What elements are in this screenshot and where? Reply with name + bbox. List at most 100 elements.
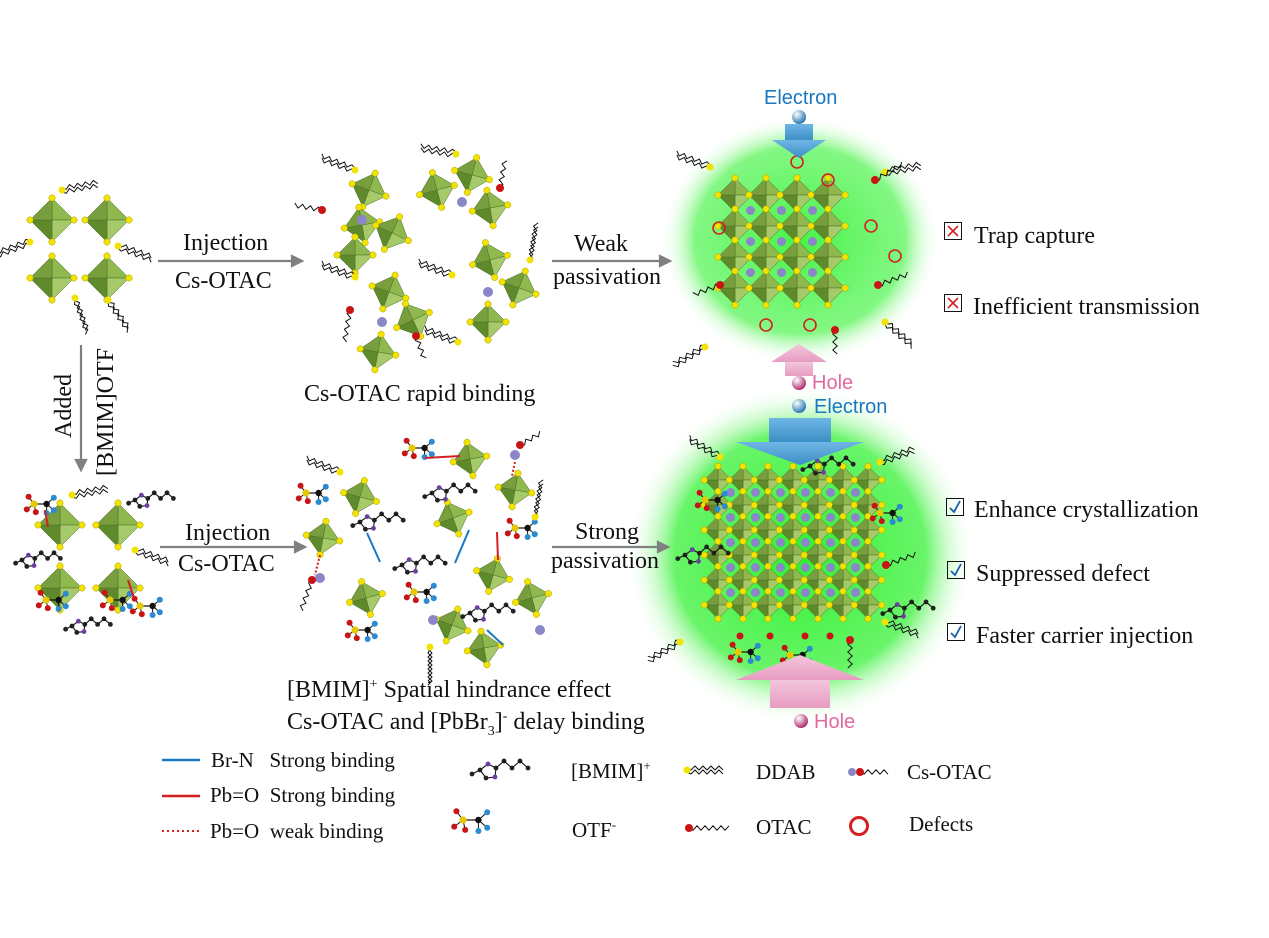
br-atom — [469, 261, 477, 269]
cross-box-icon — [944, 222, 962, 240]
ring-atom — [689, 547, 695, 552]
br-atom — [714, 562, 722, 570]
oxygen-atom — [766, 632, 774, 640]
oxygen-atom — [410, 453, 417, 460]
br-atom — [800, 576, 808, 584]
otac-head — [412, 332, 420, 340]
defect-site — [803, 318, 817, 332]
octahedron — [800, 462, 836, 498]
rapid-binding-cluster — [294, 143, 540, 374]
cs-atom — [746, 268, 755, 277]
br-atom — [776, 253, 784, 261]
cs-otac-label-bottom: Cs-OTAC — [178, 551, 275, 577]
br-atom — [401, 300, 409, 308]
octahedron — [473, 555, 513, 595]
br-atom — [775, 576, 783, 584]
ring-atom — [31, 563, 37, 568]
oxygen-atom — [304, 498, 311, 505]
otac-head — [874, 281, 882, 289]
alkyl-chain — [847, 639, 853, 669]
ring-atom — [413, 568, 418, 574]
br-atom — [814, 562, 822, 570]
br-atom — [371, 366, 379, 374]
carbon-atom — [315, 489, 322, 497]
br-atom — [509, 301, 517, 309]
ddab-head — [448, 271, 456, 279]
br-atom — [864, 615, 872, 623]
legend-bmim-label: [BMIM]+ — [571, 758, 651, 783]
ddab-head — [881, 618, 889, 626]
octahedron — [433, 498, 473, 538]
br-atom — [841, 191, 849, 199]
br-atom — [433, 520, 441, 528]
octahedron — [34, 562, 86, 614]
alkyl-chain — [424, 325, 459, 341]
br-atom — [351, 233, 359, 241]
ring-atom — [893, 614, 898, 620]
ddab-head — [131, 546, 139, 554]
br-atom — [92, 584, 100, 592]
br-atom — [103, 194, 111, 202]
alkyl-chain — [321, 260, 356, 276]
initial-nanocrystal-cluster — [0, 179, 152, 335]
br-atom — [714, 615, 722, 623]
alkyl-chain — [519, 430, 541, 446]
br-atom — [469, 472, 477, 480]
alkyl-chain — [342, 309, 352, 343]
br-atom — [750, 526, 758, 534]
br-atom — [92, 521, 100, 529]
br-atom — [762, 301, 770, 309]
octahedron — [850, 537, 886, 573]
legend-otac-molecule — [685, 824, 730, 832]
ring-atom — [363, 526, 368, 532]
br-atom — [864, 537, 872, 545]
alkyl-chain — [321, 264, 356, 280]
pb-o-bond — [44, 509, 49, 528]
carbon-atom — [725, 550, 731, 556]
carbon-atom — [13, 560, 18, 566]
br-atom — [340, 489, 348, 497]
br-atom — [372, 497, 380, 505]
delay-binding-caption: Cs-OTAC and [PbBr3]- delay binding — [287, 709, 645, 739]
ring-atom — [492, 774, 498, 780]
carbon-atom — [510, 608, 516, 614]
br-atom — [26, 216, 34, 224]
cs-atom — [428, 615, 438, 625]
carbon-atom — [850, 461, 856, 467]
br-atom — [775, 601, 783, 609]
br-atom — [764, 615, 772, 623]
ring-atom — [81, 629, 87, 634]
alkyl-chain — [61, 179, 99, 190]
strong-passivation-label: passivation — [551, 548, 659, 574]
sulfur-atom — [511, 524, 519, 532]
bmim-treated-cluster — [13, 484, 176, 635]
br-atom — [48, 296, 56, 304]
br-atom — [392, 351, 400, 359]
ddab-head — [71, 294, 79, 302]
fluorine-atom — [126, 603, 133, 610]
carbon-atom — [108, 622, 113, 627]
br-atom — [524, 578, 532, 586]
weak-bond — [314, 554, 321, 576]
br-atom — [404, 237, 412, 245]
injection-label-bottom: Injection — [185, 520, 271, 546]
br-atom — [739, 537, 747, 545]
cs-atom — [726, 588, 735, 597]
octahedron — [449, 438, 491, 480]
cs-atom — [777, 206, 786, 215]
octahedron — [725, 487, 761, 523]
br-atom — [56, 543, 64, 551]
alkyl-chain — [73, 295, 89, 331]
carbon-atom — [475, 816, 482, 824]
ring-atom — [688, 559, 693, 565]
br-atom — [514, 469, 522, 477]
alkyl-chain — [321, 153, 356, 169]
legend-otac-label: OTAC — [756, 815, 812, 839]
br-atom — [372, 221, 380, 229]
br-atom — [764, 537, 772, 545]
oxygen-atom — [108, 605, 115, 612]
ring-atom — [696, 558, 701, 564]
fluorine-atom — [889, 519, 896, 525]
br-atom — [800, 526, 808, 534]
ddab-head — [716, 453, 724, 461]
